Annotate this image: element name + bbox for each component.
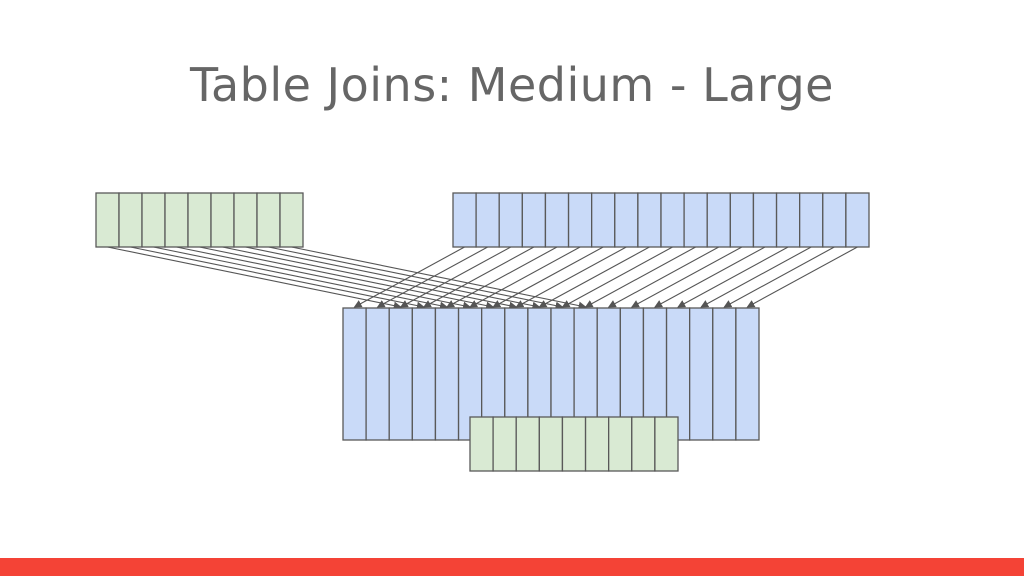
join-arrow-from-large (723, 246, 835, 308)
large-table-b-column (683, 192, 708, 248)
large-table-b-column (729, 192, 755, 248)
join-arrow-from-large (538, 246, 650, 308)
small-table-copy-column (561, 416, 587, 472)
large-table-b-column (706, 192, 731, 248)
small-table-a-column (279, 192, 304, 248)
large-table-b-column (752, 192, 778, 248)
small-table-a-column (233, 192, 258, 248)
join-arrow-from-small (130, 246, 425, 310)
small-table-a-column (141, 192, 166, 248)
join-arrow-from-small (199, 246, 495, 310)
small-table-copy-column (492, 416, 517, 472)
large-table-b-column (799, 192, 824, 248)
result-table-column (712, 307, 737, 441)
large-table-b-column (637, 192, 662, 248)
small-table-a-column (164, 192, 189, 248)
join-arrow-from-small (291, 246, 587, 310)
small-table-a-column (118, 192, 143, 248)
small-table-copy-column (469, 416, 494, 472)
join-arrow-from-large (654, 246, 766, 308)
join-arrow-from-large (607, 246, 720, 308)
small-table-copy-column (608, 416, 633, 472)
large-table-b-column (521, 192, 547, 248)
small-table-copy-column (654, 416, 679, 472)
large-table-b-column (614, 192, 639, 248)
join-arrow-from-large (584, 246, 696, 308)
join-arrow-from-large (376, 246, 488, 308)
join-arrow-from-small (222, 246, 518, 310)
small-table-copy-column (538, 416, 564, 472)
join-arrow-from-large (423, 246, 535, 308)
small-table-a-column (187, 192, 212, 248)
result-table (342, 307, 760, 441)
join-arrow-from-small (245, 246, 541, 310)
join-arrow-from-large (446, 246, 558, 308)
result-table-column (689, 307, 714, 441)
join-arrow-from-large (746, 246, 858, 308)
large-table-b-column (544, 192, 570, 248)
large-table-b-column (660, 192, 685, 248)
join-arrow-from-large (492, 246, 604, 308)
join-arrow-from-large (677, 246, 789, 308)
join-arrow-from-large (561, 246, 673, 308)
result-table-column (365, 307, 390, 441)
join-arrows (107, 246, 858, 310)
small-table-copy-column (584, 416, 610, 472)
join-arrow-from-small (153, 246, 448, 310)
small-table-copy-column (631, 416, 656, 472)
join-arrow-from-large (353, 246, 465, 308)
join-arrow-from-large (469, 246, 581, 308)
large-table-b (452, 192, 870, 248)
small-table-a-column (95, 192, 120, 248)
small-table-copy-column (515, 416, 540, 472)
slide-title: Table Joins: Medium - Large (189, 58, 834, 112)
large-table-b-column (845, 192, 870, 248)
result-table-column (388, 307, 413, 441)
join-arrow-from-small (268, 246, 564, 310)
result-table-column (411, 307, 437, 441)
join-arrow-from-small (176, 246, 472, 310)
join-arrow-from-large (515, 246, 627, 308)
small-table-copy (469, 416, 679, 472)
small-table-a-column (210, 192, 235, 248)
large-table-b-column (567, 192, 593, 248)
accent-bar (0, 558, 1024, 576)
join-arrow-from-large (399, 246, 512, 308)
join-arrow-from-small (107, 246, 402, 310)
large-table-b-column (591, 192, 616, 248)
large-table-b-column (775, 192, 801, 248)
small-table-a-column (256, 192, 281, 248)
join-arrow-from-large (631, 246, 743, 308)
large-table-b-column (822, 192, 847, 248)
small-table-a (95, 192, 304, 248)
large-table-b-column (498, 192, 523, 248)
result-table-column (342, 307, 367, 441)
result-table-column (434, 307, 460, 441)
result-table-column (735, 307, 760, 441)
large-table-b-column (452, 192, 477, 248)
large-table-b-column (475, 192, 500, 248)
join-arrow-from-large (700, 246, 812, 308)
